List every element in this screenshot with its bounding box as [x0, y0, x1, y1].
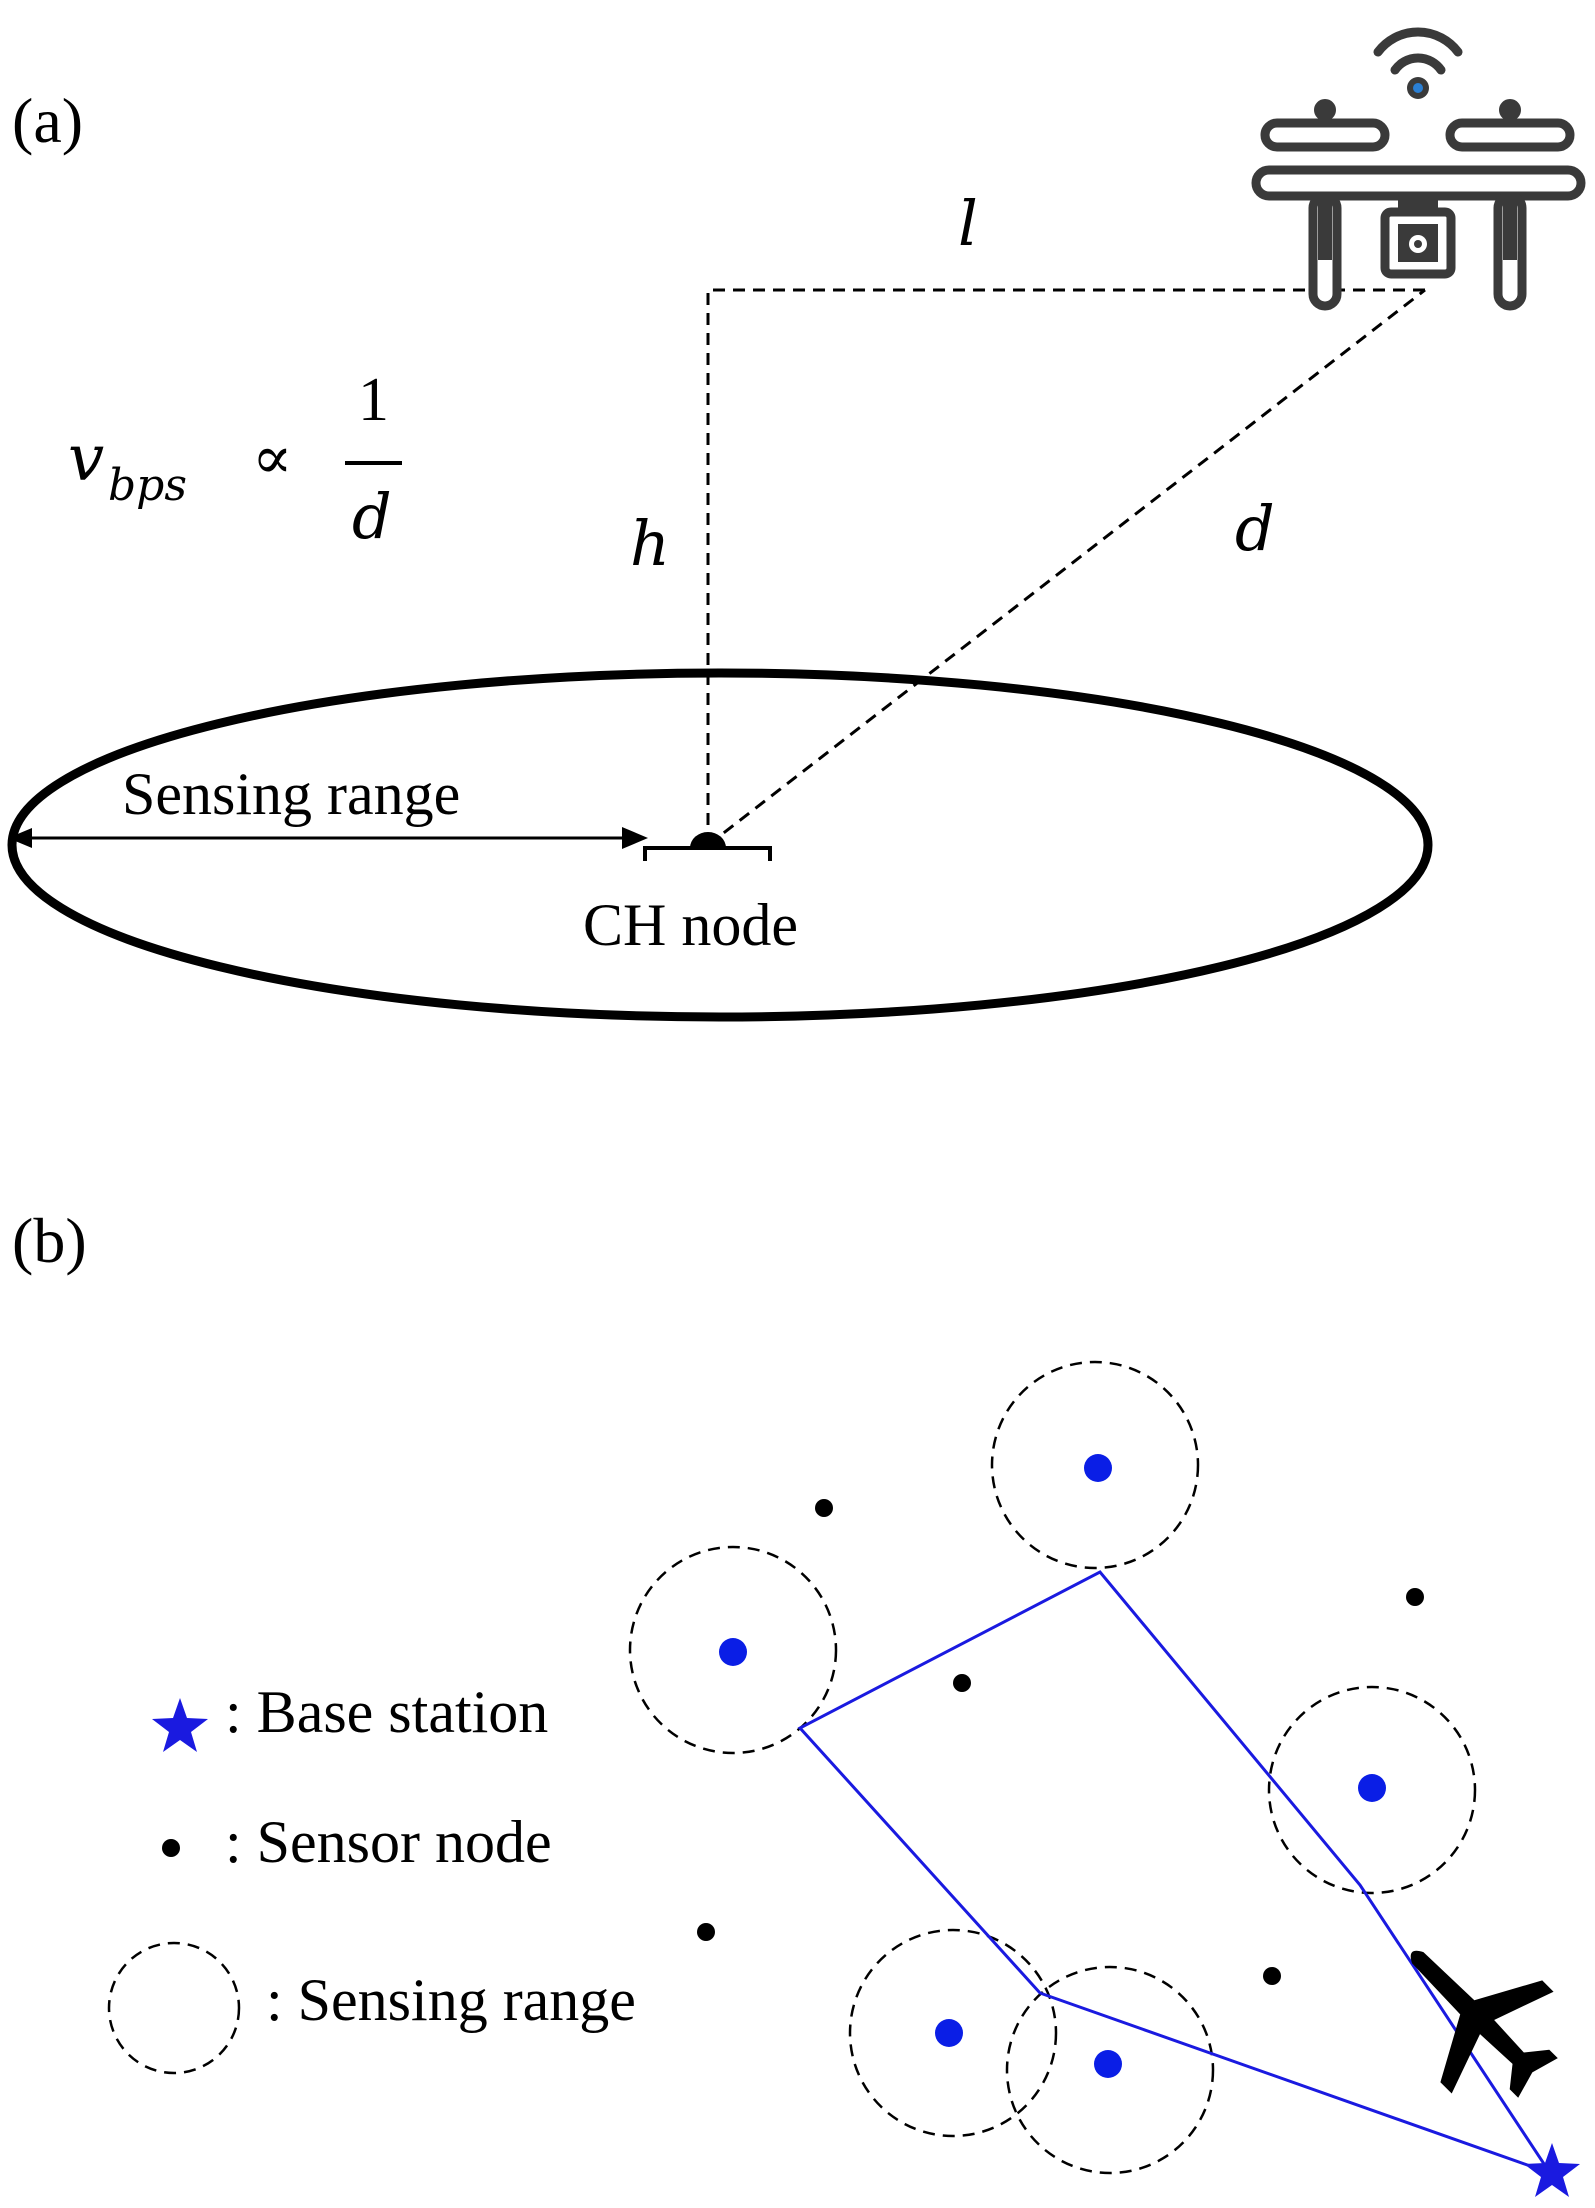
- cluster-head-node: [1084, 1454, 1112, 1482]
- sensing-range-circle: [848, 1928, 1058, 2138]
- symbol-l: l: [958, 187, 978, 260]
- sensor-node: [815, 1499, 833, 1517]
- panel-b: (b): [12, 1205, 1580, 2197]
- formula: v bps ∝ 1 d: [68, 366, 402, 553]
- panel-a-label: (a): [12, 85, 83, 156]
- sensing-range-circle: [990, 1360, 1200, 1570]
- legend-sensor-node-dot: [162, 1839, 180, 1857]
- legend-star-icon: [152, 1698, 208, 1752]
- cluster-head-node: [1358, 1774, 1386, 1802]
- sensing-range-circle: [1267, 1685, 1477, 1895]
- arrowhead-left-icon: [8, 828, 32, 848]
- propeller-left: [1260, 118, 1390, 152]
- distance-dashed-line: [707, 288, 1426, 847]
- legend-base-station-label: : Base station: [225, 1679, 548, 1745]
- ch-node-sensor-icon: [643, 832, 772, 861]
- wifi-dot: [1413, 83, 1423, 93]
- height-and-horizontal-dashed-lines: [706, 288, 1425, 845]
- cluster-head-node: [1094, 2050, 1122, 2078]
- symbol-d: d: [1235, 492, 1275, 565]
- wifi-inner-arc: [1390, 53, 1446, 75]
- formula-lhs-subscript: bps: [108, 460, 187, 511]
- legend-sensor-node-label: : Sensor node: [225, 1809, 552, 1875]
- formula-relation: ∝: [252, 425, 293, 491]
- panel-b-label: (b): [12, 1205, 87, 1276]
- cluster-head-node: [719, 1638, 747, 1666]
- legend: : Base station : Sensor node : Sensing r…: [107, 1679, 636, 2075]
- legend-sensing-range-label: : Sensing range: [266, 1967, 636, 2033]
- arrowhead-right-icon: [622, 827, 648, 849]
- formula-denominator: d: [352, 480, 392, 553]
- sensor-node: [1406, 1588, 1424, 1606]
- formula-numerator: 1: [358, 366, 389, 434]
- base-station-star-icon: [1524, 2143, 1580, 2197]
- symbol-h: h: [630, 507, 670, 580]
- formula-lhs: v: [68, 422, 104, 496]
- ch-node-label: CH node: [583, 892, 798, 958]
- panel-a: (a) v bps ∝ 1 d l h d Sensing range CH n…: [7, 27, 1586, 1022]
- uav-flight-path: [797, 1570, 1552, 2175]
- sensing-range-circle: [1005, 1965, 1215, 2175]
- drone-icon: [1251, 27, 1586, 311]
- cluster-head-node: [935, 2019, 963, 2047]
- sensor-node: [697, 1923, 715, 1941]
- sensor-node: [953, 1674, 971, 1692]
- propeller-right: [1445, 118, 1575, 152]
- drone-main-bar: [1251, 165, 1586, 201]
- sensing-range-circle: [628, 1545, 838, 1755]
- legend-sensing-range-circle: [107, 1941, 241, 2075]
- sensing-range-label: Sensing range: [122, 761, 460, 827]
- sensor-node: [1263, 1967, 1281, 1985]
- sensing-range-ellipse: [7, 668, 1433, 1022]
- airplane-icon: [1410, 1950, 1558, 2098]
- wifi-outer-arc: [1373, 27, 1463, 57]
